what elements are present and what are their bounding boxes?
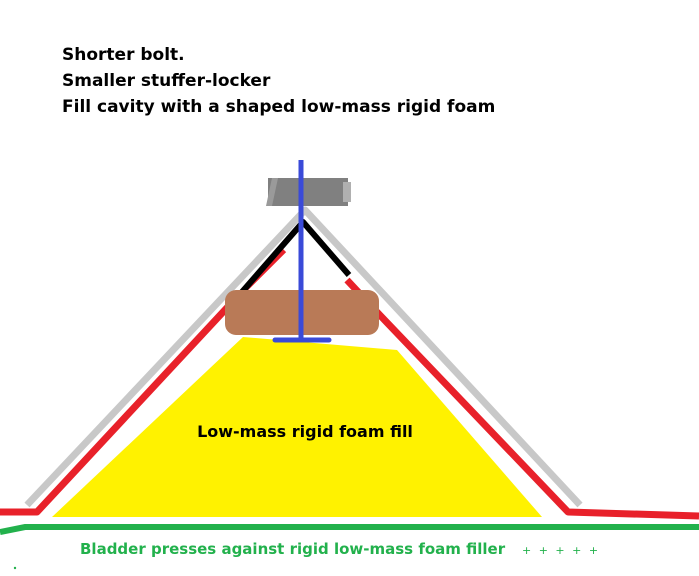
foam-fill [52,337,542,517]
red-liner [0,294,240,516]
bladder-label: Bladder presses against rigid low-mass f… [80,540,506,558]
note-fill-cavity: Fill cavity with a shaped low-mass rigid… [62,97,496,117]
note-smaller-stuffer-locker: Smaller stuffer-locker [62,71,271,91]
outer-shell [24,206,583,508]
bladder-line [0,524,699,535]
note-shorter-bolt: Shorter bolt. [62,45,185,65]
plus-marks: + + + + + [522,544,600,557]
bladder-dot [13,566,17,570]
bolt-head [266,178,351,206]
foam-fill-label: Low-mass rigid foam fill [197,422,413,441]
